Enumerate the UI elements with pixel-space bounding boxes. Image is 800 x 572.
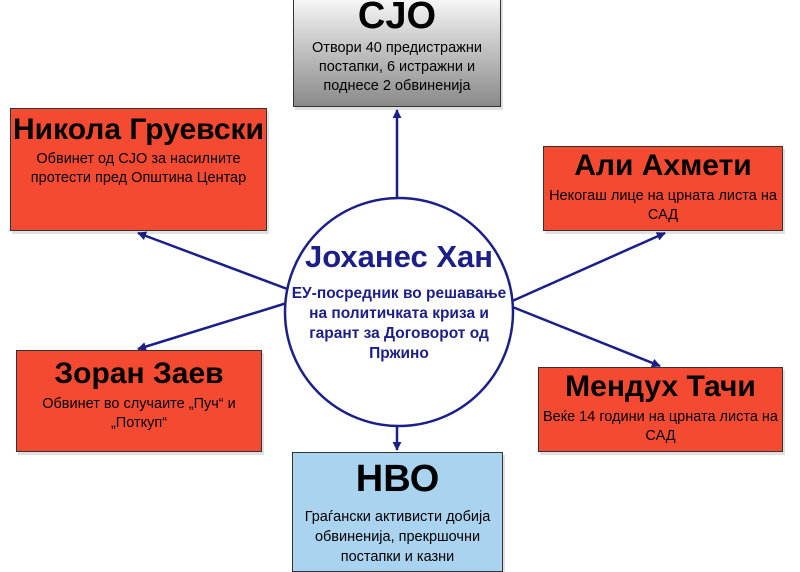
- node-nvo: НВО Граѓански активисти добија обвинениј…: [292, 452, 503, 572]
- node-sjo: СЈО Отвори 40 предистражни постапки, 6 и…: [293, 0, 501, 107]
- arrow-to-zaev: [137, 300, 291, 351]
- node-zaev-title: Зоран Заев: [54, 357, 224, 390]
- node-sjo-title: СЈО: [357, 0, 437, 37]
- center-description: ЕУ-посредник во решавање на политичката …: [291, 285, 507, 362]
- node-ahmeti-description: Некогаш лице на црната листа на САД: [549, 188, 777, 223]
- node-sjo-description: Отвори 40 предистражни постапки, 6 истра…: [312, 40, 482, 94]
- center-circle: [283, 196, 515, 428]
- center-node-johannes-hahn: Јоханес Хан ЕУ-посредник во решавање на …: [285, 198, 513, 426]
- node-nvo-title: НВО: [355, 458, 440, 500]
- arrow-to-gruevski: [137, 231, 291, 292]
- node-tachi: Мендух Тачи Веќе 14 години на црната лис…: [538, 367, 783, 452]
- node-nvo-description: Граѓански активисти добија обвиненија, п…: [304, 509, 491, 565]
- node-tachi-description: Веќе 14 години на црната листа на САД: [543, 409, 778, 444]
- arrow-to-ahmeti: [509, 231, 666, 304]
- node-gruevski: Никола Груевски Обвинет од СЈО за насилн…: [10, 108, 267, 231]
- connector-arrows: [137, 109, 666, 451]
- node-tachi-title: Мендух Тачи: [565, 370, 756, 403]
- node-ahmeti: Али Ахмети Некогаш лице на црната листа …: [543, 146, 783, 231]
- node-gruevski-title: Никола Груевски: [13, 113, 264, 146]
- node-gruevski-description: Обвинет од СЈО за насилните протести пре…: [30, 151, 247, 186]
- node-ahmeti-title: Али Ахмети: [574, 149, 752, 182]
- center-title: Јоханес Хан: [305, 239, 493, 274]
- arrow-to-tachi: [509, 304, 661, 368]
- node-zaev-description: Обвинет во случаите „Пуч“ и „Поткуп“: [42, 396, 236, 431]
- node-zaev: Зоран Заев Обвинет во случаите „Пуч“ и „…: [16, 350, 262, 452]
